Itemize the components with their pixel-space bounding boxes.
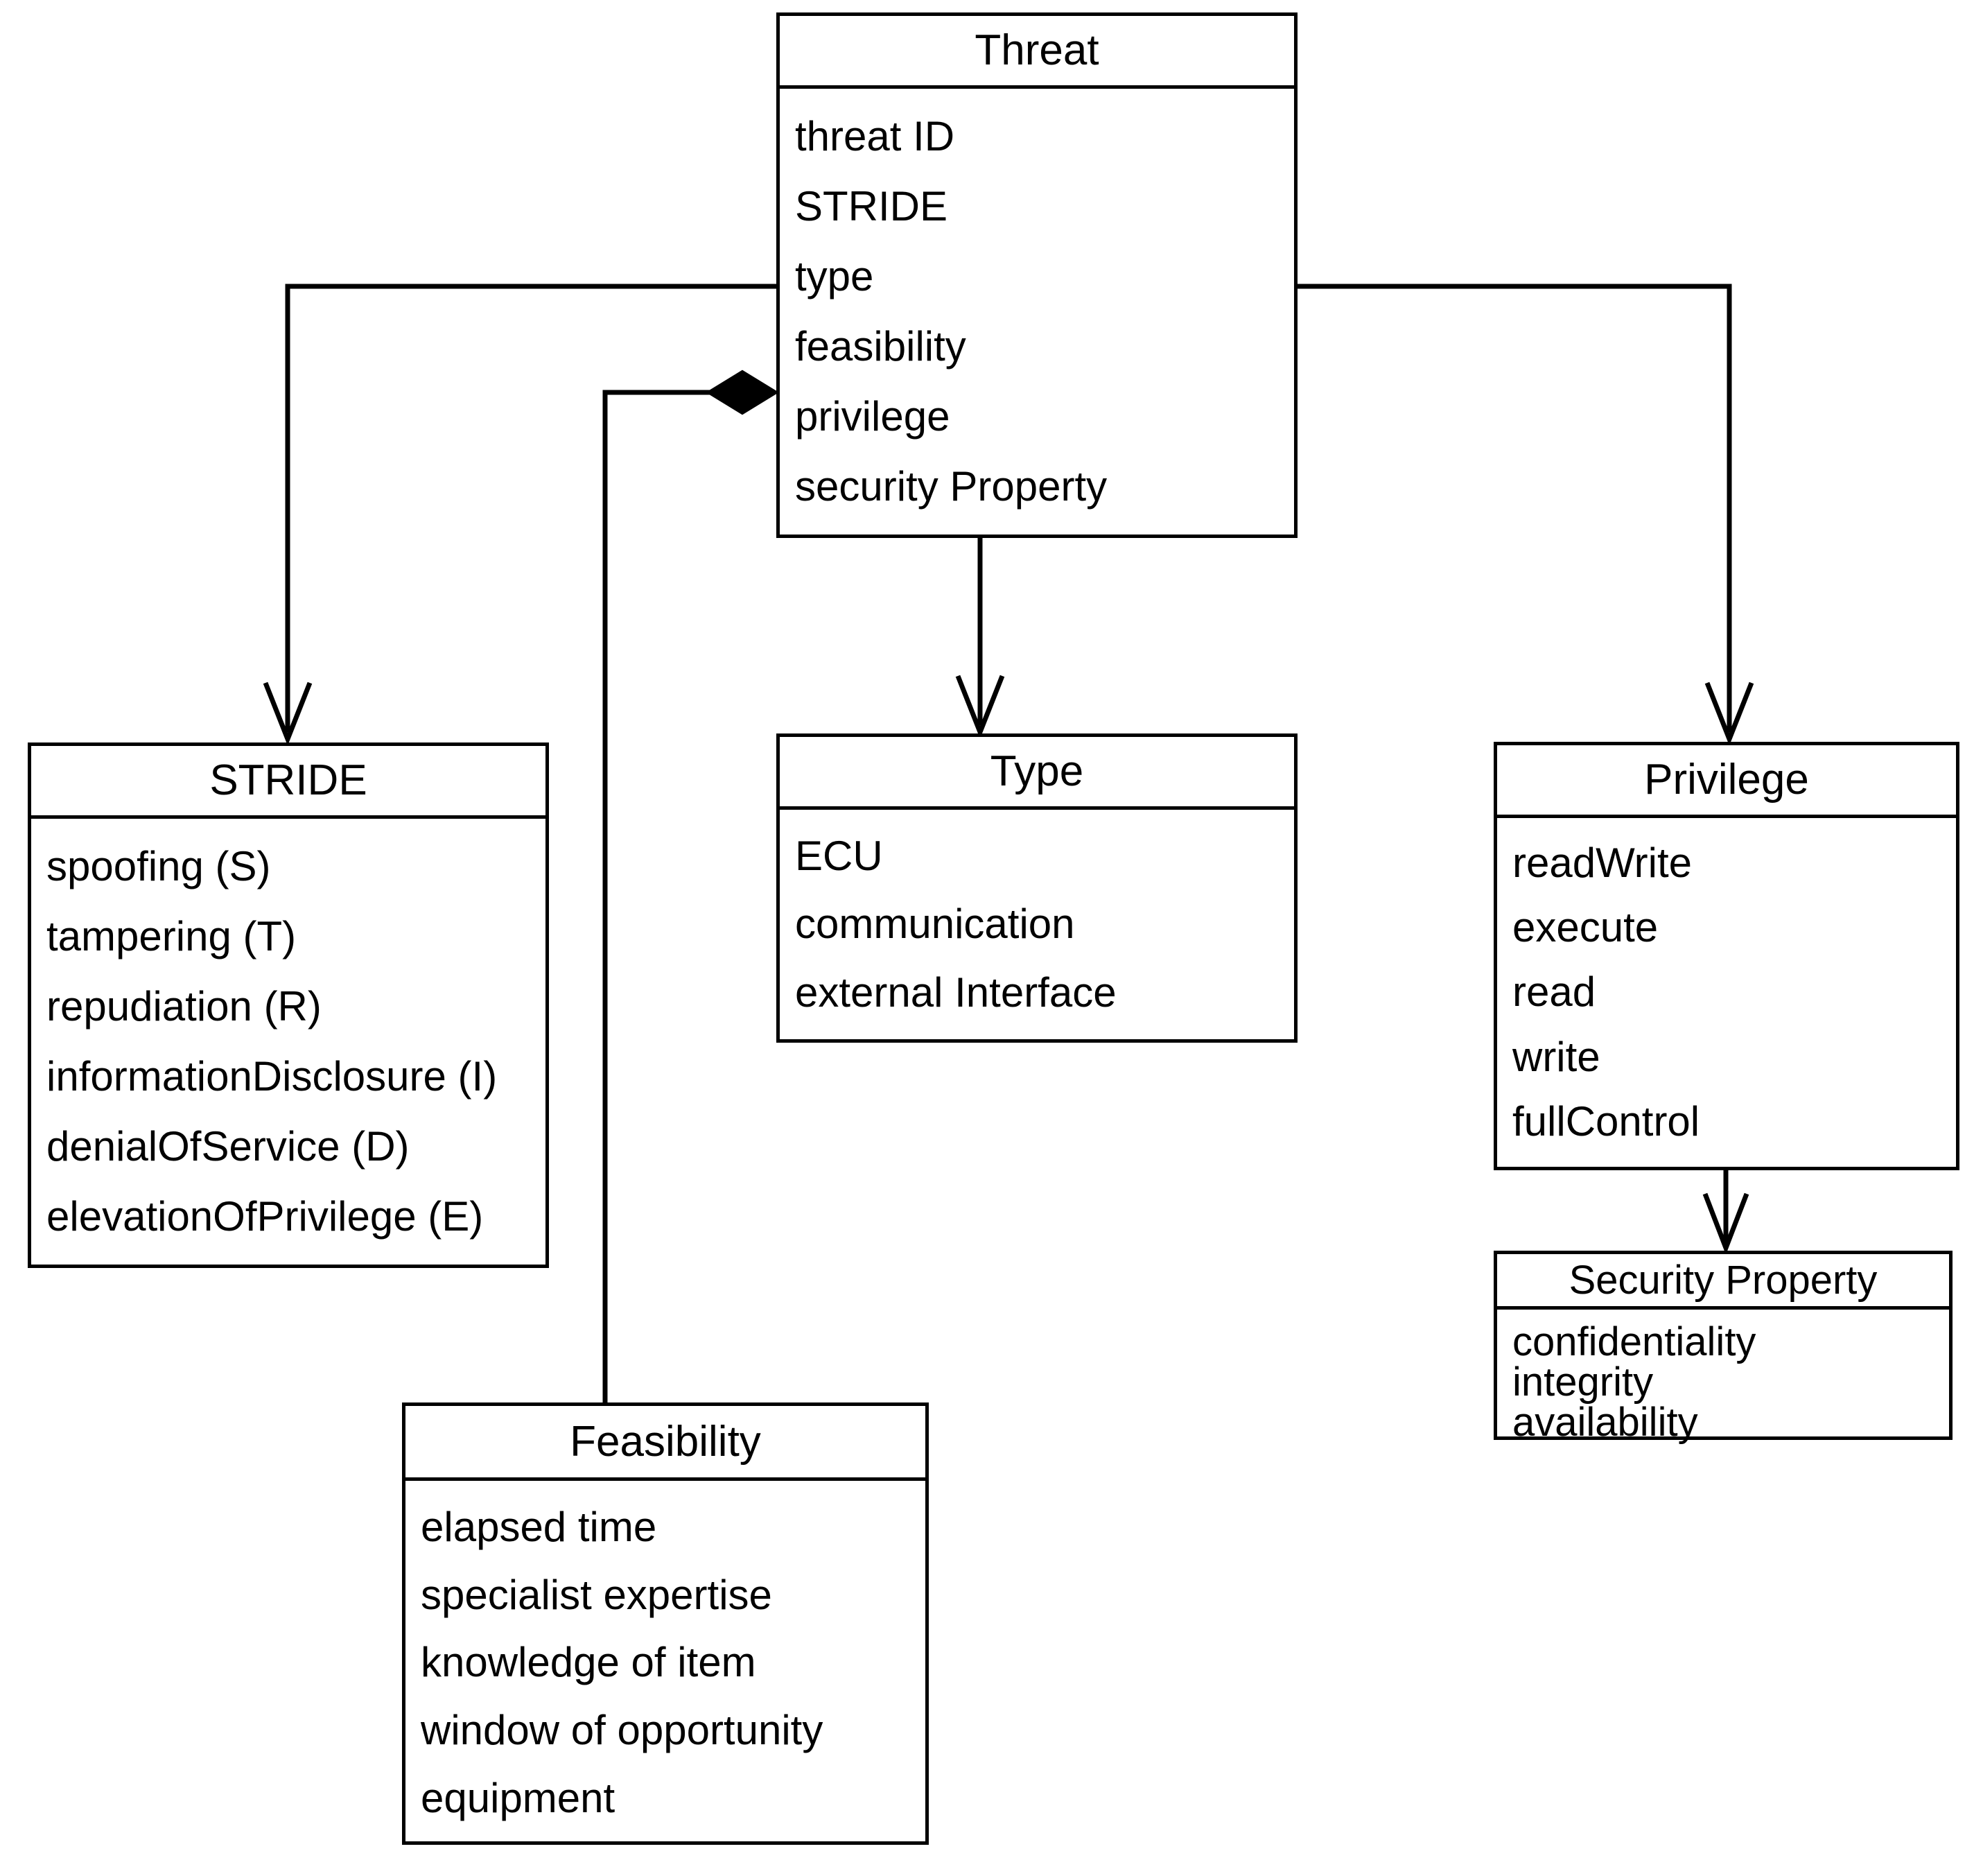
attribute-item: type xyxy=(795,252,874,299)
attribute-item: fullControl xyxy=(1512,1098,1700,1145)
class-box-security-property[interactable]: Security Property confidentiality integr… xyxy=(1494,1251,1953,1445)
open-arrow-icon xyxy=(955,675,1005,739)
attribute-item: feasibility xyxy=(795,323,966,370)
connector-threat-to-feasibility xyxy=(602,370,779,1402)
attribute-item: denialOfService (D) xyxy=(46,1123,410,1170)
connector-privilege-to-security-property xyxy=(1702,1170,1749,1255)
attribute-item: availability xyxy=(1512,1400,1698,1445)
class-attributes-threat: threat ID STRIDE type feasibility privil… xyxy=(780,89,1294,535)
attribute-item: specialist expertise xyxy=(421,1571,772,1618)
class-title-feasibility: Feasibility xyxy=(405,1406,925,1481)
connector-threat-to-privilege xyxy=(1298,284,1754,746)
class-attributes-privilege: readWrite execute read write fullControl xyxy=(1497,818,1956,1167)
attribute-item: knowledge of item xyxy=(421,1639,756,1686)
attribute-item: ECU xyxy=(795,833,883,880)
attribute-item: communication xyxy=(795,901,1075,948)
class-attributes-stride: spoofing (S) tampering (T) repudiation (… xyxy=(31,819,545,1265)
class-attributes-type: ECU communication external Interface xyxy=(780,810,1294,1039)
class-title-threat: Threat xyxy=(780,16,1294,89)
class-attributes-security-property: confidentiality integrity availability xyxy=(1497,1310,1949,1445)
attribute-item: repudiation (R) xyxy=(46,982,322,1030)
open-arrow-icon xyxy=(1702,1192,1749,1255)
attribute-item: confidentiality xyxy=(1512,1319,1756,1364)
attribute-item: informationDisclosure (I) xyxy=(46,1053,498,1100)
attribute-item: threat ID xyxy=(795,112,955,159)
attribute-item: tampering (T) xyxy=(46,912,297,959)
open-arrow-icon xyxy=(263,681,313,746)
attribute-item: elapsed time xyxy=(421,1503,657,1550)
attribute-item: equipment xyxy=(421,1775,615,1822)
class-box-feasibility[interactable]: Feasibility elapsed time specialist expe… xyxy=(402,1402,929,1845)
attribute-item: external Interface xyxy=(795,969,1117,1016)
class-title-stride: STRIDE xyxy=(31,746,545,819)
class-attributes-feasibility: elapsed time specialist expertise knowle… xyxy=(405,1481,925,1845)
attribute-item: write xyxy=(1512,1033,1600,1080)
class-box-threat[interactable]: Threat threat ID STRIDE type feasibility… xyxy=(776,12,1298,538)
class-title-privilege: Privilege xyxy=(1497,745,1956,818)
attribute-item: security Property xyxy=(795,463,1108,510)
class-box-type[interactable]: Type ECU communication external Interfac… xyxy=(776,733,1298,1043)
attribute-item: execute xyxy=(1512,904,1659,951)
attribute-item: privilege xyxy=(795,393,950,440)
class-title-security-property: Security Property xyxy=(1497,1254,1949,1310)
attribute-item: window of opportunity xyxy=(421,1707,823,1754)
attribute-item: elevationOfPrivilege (E) xyxy=(46,1193,484,1240)
class-title-type: Type xyxy=(780,737,1294,810)
filled-diamond-icon xyxy=(706,370,779,415)
open-arrow-icon xyxy=(1704,681,1754,746)
attribute-item: STRIDE xyxy=(795,182,948,229)
connector-threat-to-type xyxy=(955,538,1005,739)
attribute-item: integrity xyxy=(1512,1360,1654,1405)
attribute-item: read xyxy=(1512,969,1596,1016)
attribute-item: readWrite xyxy=(1512,839,1692,886)
attribute-item: spoofing (S) xyxy=(46,842,271,889)
class-box-privilege[interactable]: Privilege readWrite execute read write f… xyxy=(1494,742,1959,1170)
class-box-stride[interactable]: STRIDE spoofing (S) tampering (T) repudi… xyxy=(28,742,549,1268)
connector-threat-to-stride xyxy=(263,284,776,746)
